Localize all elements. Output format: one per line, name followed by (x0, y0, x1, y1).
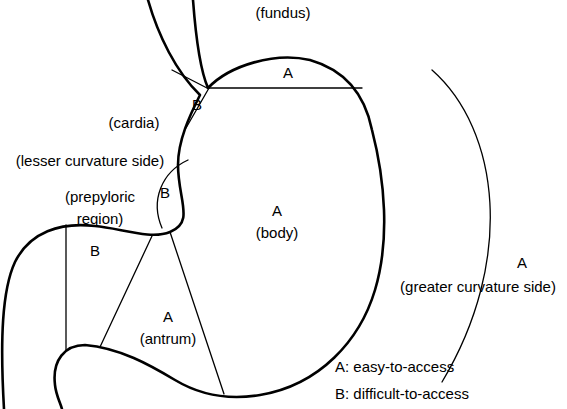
region-letter: A (510, 252, 534, 274)
region-label: (body) (237, 222, 317, 244)
region-label: (cardia) (89, 112, 179, 134)
region-label: (antrum) (123, 328, 213, 350)
region-label: B: difficult-to-access (335, 383, 565, 405)
region-letter: A (265, 200, 289, 222)
fundus-boundary (208, 87, 362, 88)
region-letter: B (83, 240, 107, 262)
cardia-boundary (172, 70, 207, 88)
region-letter: B (153, 182, 177, 204)
region-label: (fundus) (238, 2, 328, 24)
cardia-boundary (186, 88, 209, 128)
region-label: A: easy-to-access (335, 356, 565, 378)
antrum-boundary (170, 232, 224, 394)
prepyloric-boundary (65, 225, 66, 350)
region-label: (lesser curvature side) (0, 150, 180, 172)
region-label: (greater curvature side) (389, 276, 567, 298)
region-letter: B (185, 94, 209, 116)
greater-curvature-bracket (432, 70, 490, 382)
region-label: (prepyloric region) (57, 186, 143, 230)
greater-curvature-wall (55, 0, 385, 409)
region-letter: A (276, 62, 300, 84)
region-letter: A (156, 306, 180, 328)
